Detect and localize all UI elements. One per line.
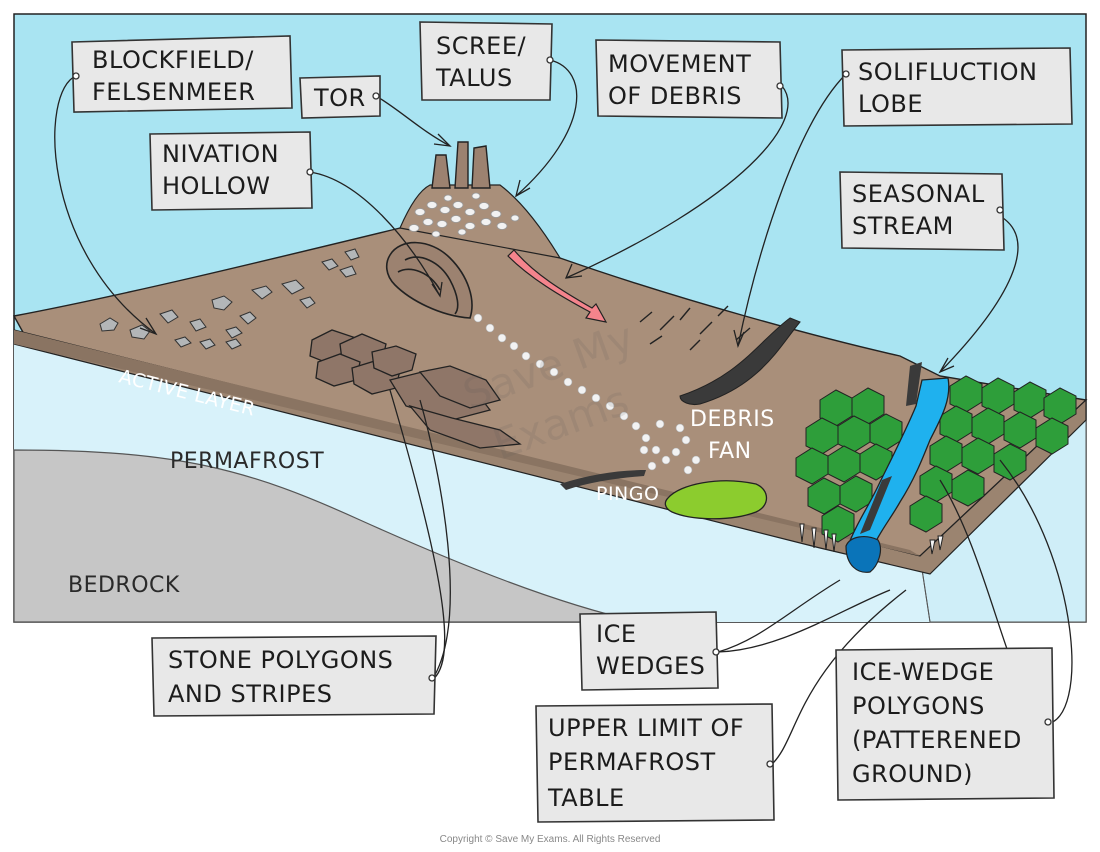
label-ice-wedge-polygons: ICE-WEDGE POLYGONS (PATTERENED GROUND)	[835, 647, 1055, 801]
label-stone-polygons: STONE POLYGONS AND STRIPES	[151, 635, 437, 717]
svg-text:BLOCKFIELD/: BLOCKFIELD/	[92, 46, 254, 74]
label-ice-wedges: ICE WEDGES	[579, 611, 720, 691]
stream-bank-lower	[860, 476, 892, 534]
debris-trail	[473, 313, 701, 475]
nivation-hollow	[385, 241, 473, 319]
svg-text:WEDGES: WEDGES	[596, 652, 705, 680]
svg-text:STONE POLYGONS: STONE POLYGONS	[168, 646, 393, 674]
permafrost-label: PERMAFROST	[170, 449, 324, 474]
svg-text:UPPER LIMIT OF: UPPER LIMIT OF	[548, 714, 744, 742]
label-seasonal: SEASONAL STREAM	[839, 171, 1005, 251]
svg-text:LOBE: LOBE	[858, 90, 923, 118]
svg-text:HOLLOW: HOLLOW	[162, 172, 270, 200]
pingo-label: PINGO	[596, 483, 659, 505]
scree-pile	[408, 192, 520, 238]
pingo-shadow	[560, 470, 646, 490]
leader-lines	[54, 59, 1073, 767]
ice-wedges	[799, 523, 944, 555]
blockfield-boulders	[99, 248, 360, 350]
debris-movement-arrow	[507, 249, 608, 323]
stream-bank-left	[906, 362, 922, 406]
svg-text:NIVATION: NIVATION	[162, 140, 279, 168]
bedrock-label: BEDROCK	[68, 573, 180, 598]
svg-text:SEASONAL: SEASONAL	[852, 180, 985, 208]
svg-text:(PATTERENED: (PATTERENED	[852, 726, 1022, 754]
bedrock-layer	[13, 449, 641, 623]
svg-text:FELSENMEER: FELSENMEER	[92, 78, 255, 106]
label-nivation: NIVATION HOLLOW	[149, 131, 314, 211]
tor-hill	[399, 184, 562, 259]
pingo	[664, 480, 768, 520]
svg-text:SCREE/: SCREE/	[436, 32, 526, 60]
debris-fan-label-1: DEBRIS	[690, 407, 775, 432]
label-tor: TOR	[299, 75, 381, 119]
label-scree: SCREE/ TALUS	[419, 21, 554, 101]
tor-rock	[431, 141, 491, 189]
stream-deep	[845, 536, 882, 573]
svg-text:OF DEBRIS: OF DEBRIS	[608, 82, 742, 110]
solifluction-marks	[639, 305, 751, 351]
debris-fan-label-2: FAN	[708, 439, 752, 464]
svg-text:PERMAFROST: PERMAFROST	[548, 748, 716, 776]
ice-wedge-polygons	[795, 375, 1077, 543]
label-upper-limit: UPPER LIMIT OF PERMAFROST TABLE	[535, 703, 775, 823]
label-movement: MOVEMENT OF DEBRIS	[595, 39, 784, 119]
svg-text:ICE-WEDGE: ICE-WEDGE	[852, 658, 994, 686]
svg-text:ICE: ICE	[596, 620, 637, 648]
svg-text:POLYGONS: POLYGONS	[852, 692, 985, 720]
svg-text:MOVEMENT: MOVEMENT	[608, 50, 751, 78]
arrow-heads	[139, 133, 955, 374]
label-solifluction: SOLIFLUCTION LOBE	[841, 47, 1073, 127]
stone-polygons	[309, 329, 522, 449]
copyright: Copyright © Save My Exams. All Rights Re…	[440, 834, 661, 845]
svg-text:AND STRIPES: AND STRIPES	[168, 680, 333, 708]
svg-text:TALUS: TALUS	[435, 64, 513, 92]
solifluction-lobe	[679, 317, 801, 405]
label-blockfield: BLOCKFIELD/ FELSENMEER	[71, 35, 293, 113]
svg-text:TOR: TOR	[313, 84, 366, 112]
svg-text:GROUND): GROUND)	[852, 760, 973, 788]
svg-text:TABLE: TABLE	[547, 784, 625, 812]
svg-text:STREAM: STREAM	[852, 212, 954, 240]
svg-text:SOLIFLUCTION: SOLIFLUCTION	[858, 58, 1037, 86]
